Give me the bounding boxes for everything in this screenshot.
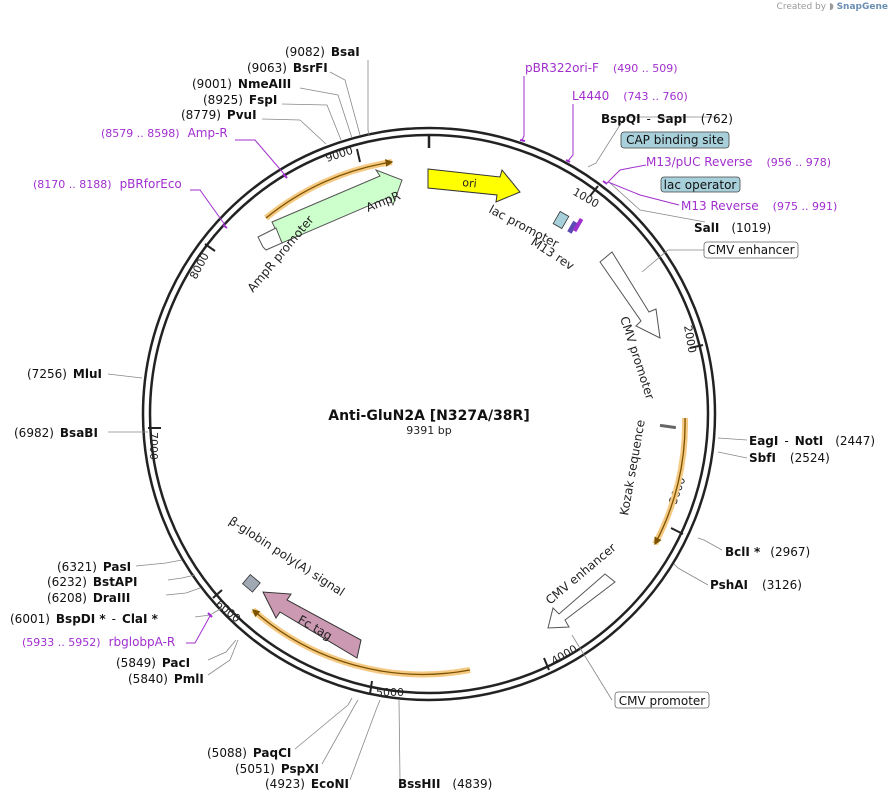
credit-brand: SnapGene (836, 2, 888, 12)
enzyme-labels: (9082)BsaI (9063)BsrFI (9001)NmeAIII (89… (10, 45, 875, 791)
primer-pbr322ori-f: pBR322ori-F(490 .. 509) (525, 61, 678, 75)
cap-binding-site-label: CAP binding site (626, 133, 724, 147)
enzyme-bspdi-clai: (6001)BspDI *-ClaI * (10, 612, 159, 626)
primer-pbrforeco: (8170 .. 8188)pBRforEco (33, 177, 182, 191)
enzyme-pshai: PshAI(3126) (710, 578, 802, 592)
enzyme-bsai: (9082)BsaI (285, 45, 360, 59)
cmv-enhancer-arrow-2 (547, 573, 616, 629)
main-orf-arc (652, 417, 689, 546)
ori-label: ori (462, 176, 478, 190)
ori-arrow (427, 168, 521, 203)
scale-label-7000: 7000 (147, 432, 160, 460)
enzyme-draiii: (6208)DraIII (47, 591, 130, 605)
primer-l4440: L4440(743 .. 760) (572, 89, 688, 103)
enzyme-bstapi: (6232)BstAPI (47, 575, 137, 589)
primer-amp-r: (8579 .. 8598)Amp-R (101, 126, 228, 140)
enzyme-leaders (107, 60, 748, 781)
fc-orf-arc (251, 607, 471, 678)
enzyme-pmli: (5840)PmlI (128, 672, 204, 686)
orf-arcs (251, 159, 689, 678)
enzyme-bspqi-sapi: BspQI-SapI(762) (601, 112, 733, 126)
bglobin-label: β-globin poly(A) signal (226, 514, 347, 599)
boxed-feature-labels: CAP binding site lac operator CMV enhanc… (614, 131, 799, 709)
lac-operator-label: lac operator (664, 178, 737, 192)
credit-prefix: Created by (776, 2, 827, 12)
enzyme-sali: SalI(1019) (694, 221, 771, 235)
enzyme-bsabi: (6982)BsaBI (14, 426, 98, 440)
scale-label-6000: 6000 (213, 597, 243, 625)
plasmid-name: Anti-GluN2A [N327A/38R] (328, 408, 529, 424)
lac-region (552, 210, 584, 234)
primer-rbglobpa-r: (5933 .. 5952)rbglobpA-R (22, 635, 175, 649)
enzyme-fspi: (8925)FspI (203, 93, 277, 107)
primer-labels: pBR322ori-F(490 .. 509) L4440(743 .. 760… (22, 61, 837, 649)
enzyme-econi: (4923)EcoNI (265, 777, 349, 791)
scale-label-4000: 4000 (549, 642, 580, 667)
cap-site-mark (552, 210, 570, 230)
enzyme-pspxi: (5051)PspXI (235, 762, 319, 776)
scale-ticks (148, 148, 704, 695)
bglobin-polya-box (241, 573, 261, 593)
enzyme-eagi-noti: EagI-NotI(2447) (749, 434, 875, 448)
enzyme-sbfi: SbfI(2524) (749, 451, 830, 465)
enzyme-bsshii: BssHII(4839) (398, 777, 492, 791)
scale-label-2000: 2000 (681, 324, 699, 354)
enzyme-pasi: (6321)PasI (57, 560, 131, 574)
enzyme-pvui: (8779)PvuI (181, 108, 257, 122)
cmv-promoter-box-label: CMV promoter (619, 694, 706, 708)
primer-ticks (207, 139, 608, 618)
ampr-promoter-arrow (257, 227, 283, 251)
snapgene-logo-icon: ◗ (828, 2, 834, 12)
kozak-mark (659, 423, 677, 430)
primer-leaders (186, 76, 680, 644)
cmv-enhancer-arrow-1 (599, 251, 661, 339)
ampr-arrow (271, 168, 403, 244)
m13-rev-mark (572, 217, 584, 233)
lac-operator-mark (567, 220, 578, 234)
scale-label-5000: 5000 (376, 686, 404, 699)
enzyme-nmeaiii: (9001)NmeAIII (192, 77, 291, 91)
enzyme-mlui: (7256)MluI (27, 367, 102, 381)
snapgene-credit: Created by ◗ SnapGene (777, 2, 888, 12)
enzyme-bsrfi: (9063)BsrFI (247, 61, 328, 75)
primer-m13puc-reverse: M13/pUC Reverse(956 .. 978) (646, 155, 831, 169)
plasmid-length: 9391 bp (406, 424, 451, 437)
enzyme-paci: (5849)PacI (116, 656, 190, 670)
enzyme-paqci: (5088)PaqCI (207, 746, 291, 760)
fc-tag-arrow (262, 591, 362, 659)
primer-m13-reverse: M13 Reverse(975 .. 991) (681, 199, 837, 213)
kozak-label: Kozak sequence (617, 419, 648, 517)
cmv-enhancer-box-label: CMV enhancer (707, 243, 794, 257)
enzyme-bcli: BclI *(2967) (725, 545, 810, 559)
